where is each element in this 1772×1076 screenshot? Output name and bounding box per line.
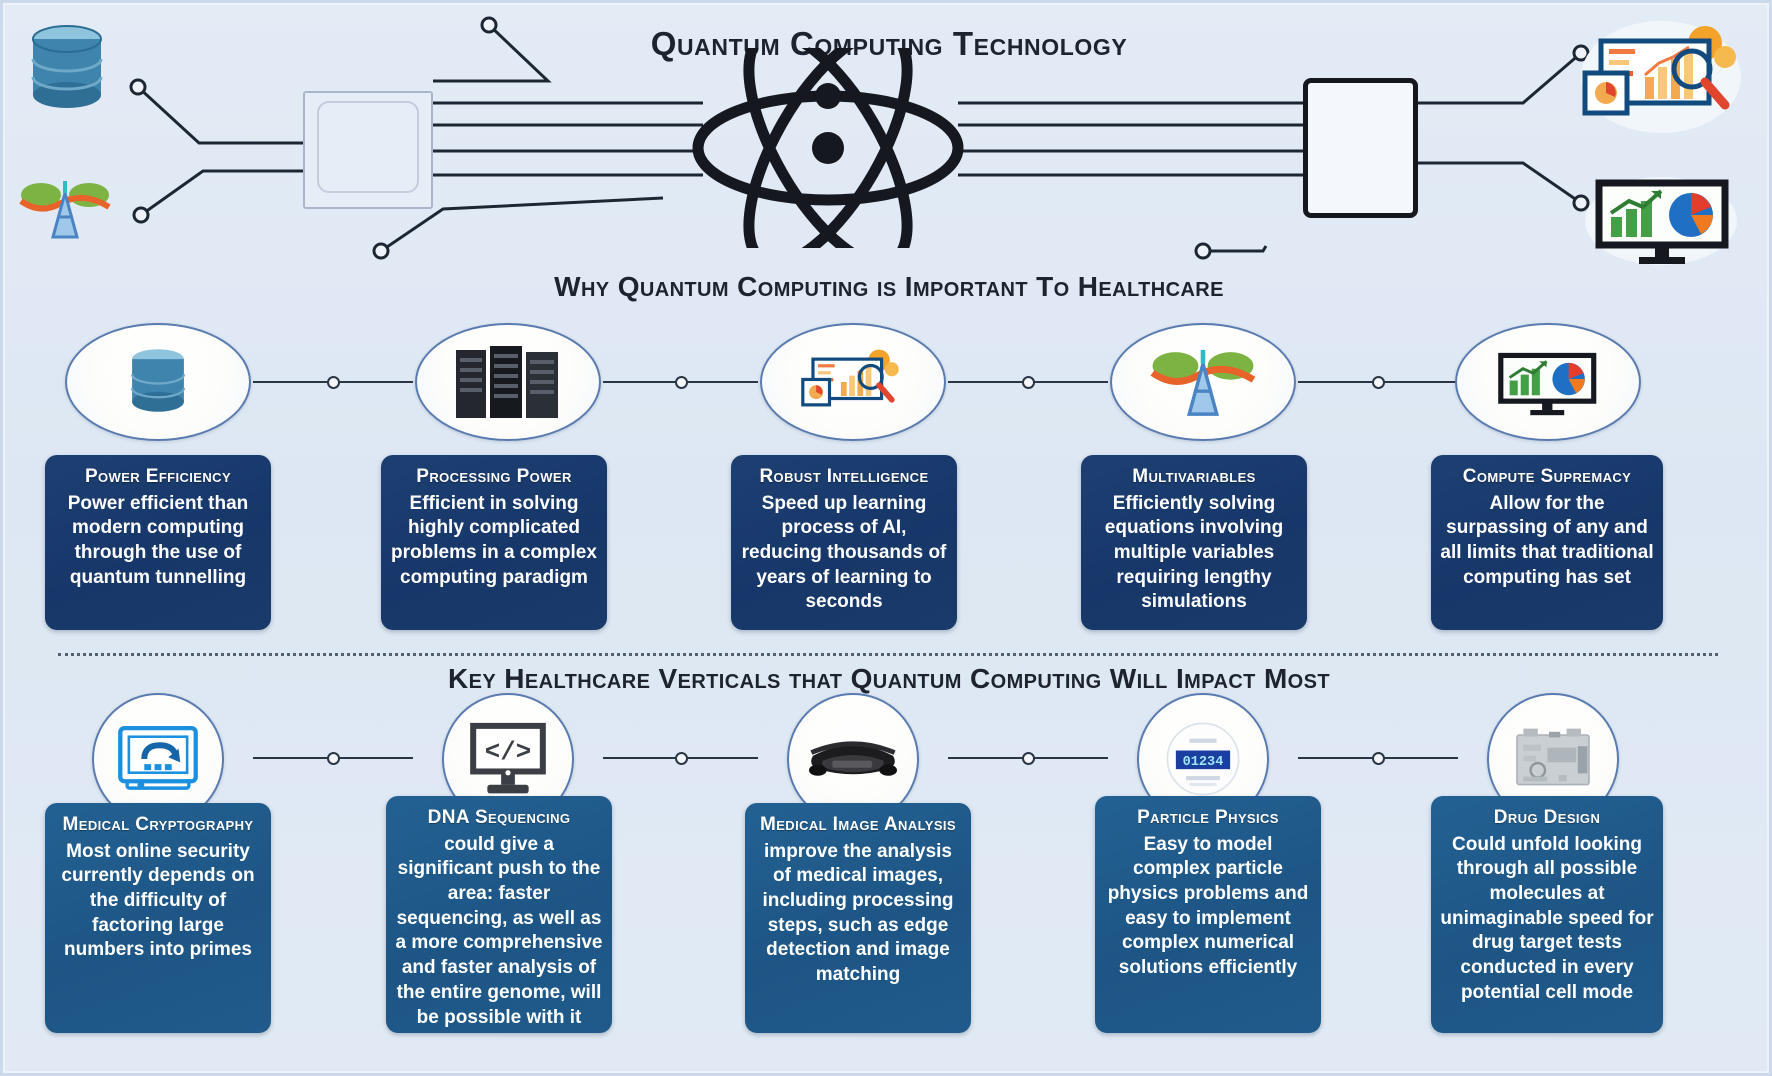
node-multivariables[interactable] <box>1110 323 1296 441</box>
section2-heading: Key Healthcare Verticals that Quantum Co… <box>448 663 1330 694</box>
connector-knob <box>327 752 340 765</box>
card-compute-supremacy[interactable]: Compute Supremacy Allow for the surpassi… <box>1431 455 1663 630</box>
connector-knob <box>1372 376 1385 389</box>
svg-text:01234: 01234 <box>1183 755 1224 770</box>
svg-text:</>: </> <box>485 738 531 767</box>
node-processing-power[interactable] <box>415 323 601 441</box>
card-body: Speed up learning process of AI, reducin… <box>741 492 947 613</box>
card-body: improve the analysis of medical images, … <box>762 840 954 986</box>
network-tower-icon <box>17 175 113 243</box>
card-title: Robust Intelligence <box>759 466 929 487</box>
card-body: Allow for the surpassing of any and all … <box>1440 492 1654 588</box>
section-divider <box>58 653 1718 656</box>
connector-knob <box>327 376 340 389</box>
card-title: Power Efficiency <box>84 466 232 487</box>
card-title: DNA Sequencing <box>427 807 571 828</box>
card-dna-sequencing[interactable]: DNA Sequencing could give a significant … <box>386 796 612 1033</box>
card-title: Particle Physics <box>1137 807 1279 828</box>
connector-knob <box>674 752 688 765</box>
card-drug-design[interactable]: Drug Design Could unfold looking through… <box>1431 796 1663 1033</box>
connector-knob <box>1372 752 1385 765</box>
database-cylinder-icon <box>130 349 186 412</box>
card-title: Compute Supremacy <box>1462 466 1632 487</box>
card-body: could give a significant push to the are… <box>395 833 603 1028</box>
chart-monitor-icon <box>1498 352 1597 416</box>
node-power-efficiency[interactable] <box>65 323 251 441</box>
node-compute-supremacy[interactable] <box>1455 323 1641 441</box>
connector-knob <box>1022 376 1035 389</box>
connector-knob <box>674 376 688 389</box>
card-title: Processing Power <box>416 466 572 487</box>
chart-monitor-icon <box>1583 171 1743 267</box>
ar-headset-icon <box>809 741 897 776</box>
card-title: Multivariables <box>1132 466 1256 487</box>
header-section: Quantum Computing Technology <box>3 3 1772 271</box>
connector-3-4 <box>948 752 1108 765</box>
database-cylinder-icon <box>25 23 109 115</box>
data-analytics-dashboard-icon <box>801 349 899 407</box>
atom-orbit-icon <box>663 48 993 248</box>
connector-1-2 <box>253 752 413 765</box>
card-power-efficiency[interactable]: Power Efficiency Power efficient than mo… <box>45 455 271 630</box>
server-rack-icon <box>456 346 558 418</box>
card-title: Drug Design <box>1493 807 1601 828</box>
card-body: Efficiently solving equations involving … <box>1104 492 1284 613</box>
code-monitor-icon: </> <box>470 722 546 794</box>
connector-4-5 <box>1298 752 1458 765</box>
card-particle-physics[interactable]: Particle Physics Easy to model complex p… <box>1095 796 1321 1033</box>
page-title: Quantum Computing Technology <box>650 25 1128 62</box>
card-medical-image-analysis[interactable]: Medical Image Analysis improve the analy… <box>745 803 971 1033</box>
connector-4-5 <box>1298 376 1458 389</box>
circuit-board-icon <box>1516 728 1590 786</box>
node-robust-intelligence[interactable] <box>760 323 946 441</box>
card-body: Easy to model complex particle physics p… <box>1107 833 1309 979</box>
card-robust-intelligence[interactable]: Robust Intelligence Speed up learning pr… <box>731 455 957 630</box>
card-body: Could unfold looking through all possibl… <box>1440 833 1654 1003</box>
tablet-device-icon <box>1303 78 1418 218</box>
card-processing-power[interactable]: Processing Power Efficient in solving hi… <box>381 455 607 630</box>
particle-detector-icon: 01234 <box>1166 722 1240 796</box>
connector-knob <box>1022 752 1035 765</box>
connector-2-3 <box>603 376 758 389</box>
connector-3-4 <box>948 376 1108 389</box>
card-body: Most online security currently depends o… <box>61 840 255 961</box>
card-title: Medical Image Analysis <box>759 814 957 835</box>
network-tower-icon <box>1150 349 1256 416</box>
card-body: Efficient in solving highly complicated … <box>391 492 597 588</box>
card-body: Power efficient than modern computing th… <box>67 492 249 588</box>
header-wires <box>129 16 1590 260</box>
section1-heading: Why Quantum Computing is Important To He… <box>554 271 1224 302</box>
connector-1-2 <box>253 376 413 389</box>
card-medical-cryptography[interactable]: Medical Cryptography Most online securit… <box>45 803 271 1033</box>
card-multivariables[interactable]: Multivariables Efficiently solving equat… <box>1081 455 1307 630</box>
connector-2-3 <box>603 752 758 765</box>
smartphone-outline-icon <box>303 91 433 209</box>
encrypted-screen-icon <box>118 726 198 790</box>
data-analytics-dashboard-icon <box>1579 17 1749 137</box>
card-title: Medical Cryptography <box>62 814 254 835</box>
